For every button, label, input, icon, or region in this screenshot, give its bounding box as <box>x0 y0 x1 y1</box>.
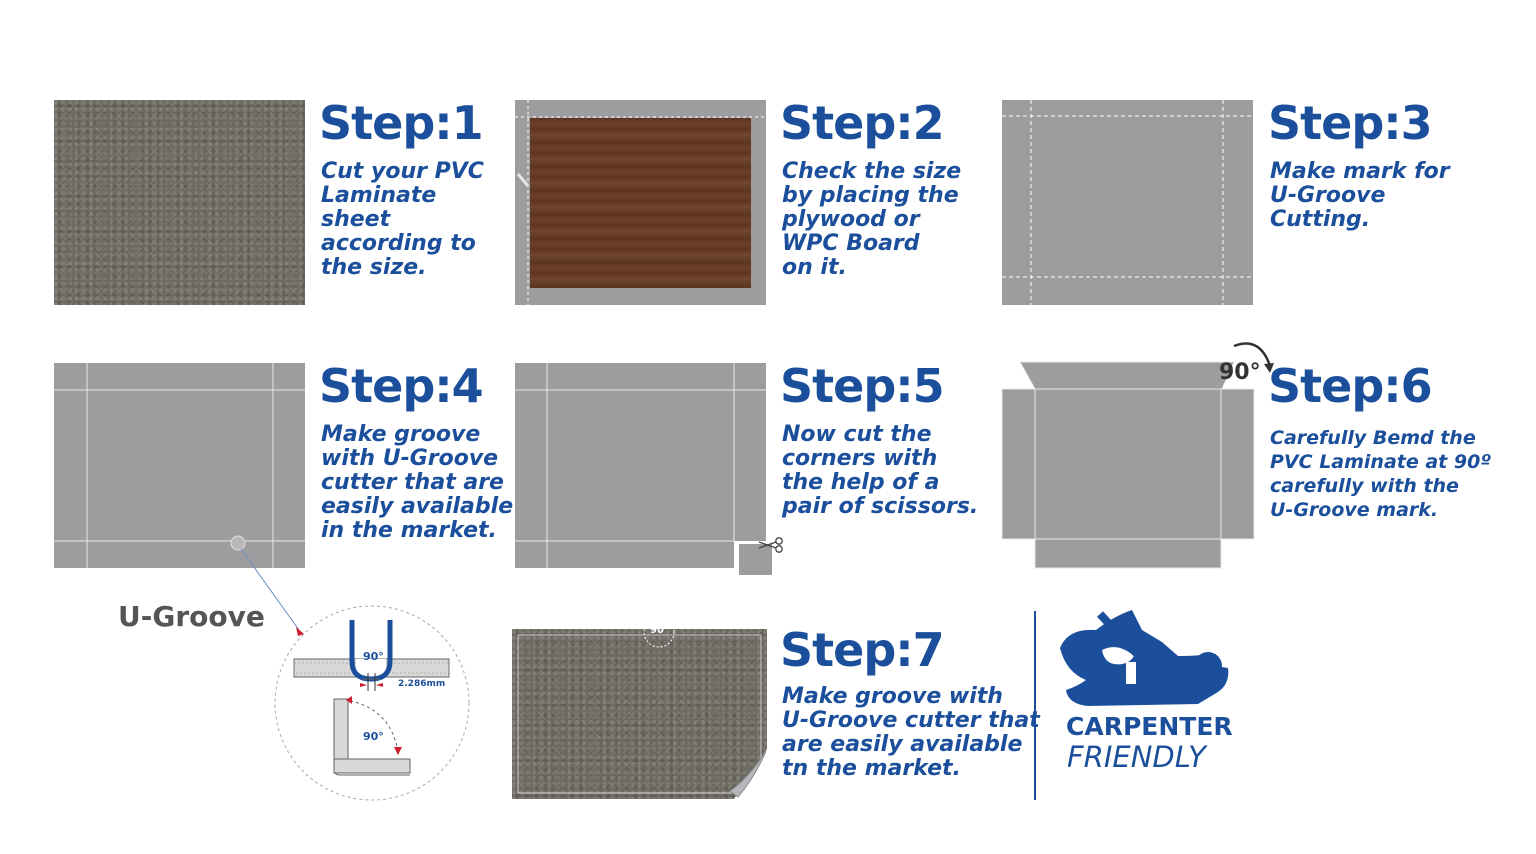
step4-groove-lines <box>54 363 305 568</box>
step5-laminate-sheet <box>515 363 766 568</box>
step1-title: Step:1 <box>319 96 484 150</box>
step2-plywood-board <box>530 118 751 288</box>
step4-title: Step:4 <box>319 359 484 413</box>
pencil-icon <box>516 173 530 187</box>
step5-text: Now cut the corners with the help of a p… <box>782 422 979 519</box>
step4-laminate-sheet <box>54 363 305 568</box>
step7-edge-lines <box>517 616 767 799</box>
brand-line2: FRIENDLY <box>1067 740 1206 774</box>
step6-text: Carefully Bemd the PVC Laminate at 90º c… <box>1270 427 1492 521</box>
step3-laminate-sheet <box>1002 100 1253 305</box>
scissors-icon <box>758 537 783 553</box>
step2-title: Step:2 <box>780 96 945 150</box>
ugroove-label: U-Groove <box>118 600 265 633</box>
step1-text: Cut your PVC Laminate sheet according to… <box>321 159 484 280</box>
step3-text: Make mark for U-Groove Cutting. <box>1270 159 1450 232</box>
step7-text: Make groove with U-Groove cutter that ar… <box>782 684 1040 781</box>
step5-title: Step:5 <box>780 359 945 413</box>
bend-angle-label: 90° <box>363 730 384 743</box>
step7-title: Step:7 <box>780 623 945 677</box>
brand-line1: CARPENTER <box>1066 712 1233 741</box>
step6-bent-sheet <box>1001 361 1255 569</box>
step7-finished-board <box>512 629 767 799</box>
hand-plane-icon <box>1060 610 1229 706</box>
step6-title: Step:6 <box>1268 359 1433 413</box>
magnifier-callout <box>230 535 304 636</box>
step2-text: Check the size by placing the plywood or… <box>782 159 962 280</box>
brand-divider <box>1034 611 1036 800</box>
step5-groove-lines <box>515 363 766 568</box>
step5-cut-corner-piece <box>739 544 772 575</box>
step2-guide-lines <box>515 100 766 305</box>
groove-width-label: 2.286mm <box>398 679 446 689</box>
ugroove-detail-diagram <box>274 605 470 801</box>
bend-arrow-icon <box>1233 342 1274 373</box>
step3-title: Step:3 <box>1268 96 1433 150</box>
groove-angle-label: 90° <box>363 650 384 663</box>
step7-angle-label: 90° <box>650 625 669 636</box>
step4-text: Make groove with U-Groove cutter that ar… <box>321 422 514 543</box>
step3-dashed-marks <box>1002 100 1253 305</box>
step1-laminate-sheet <box>54 100 305 305</box>
step6-angle-label: 90° <box>1219 360 1261 385</box>
